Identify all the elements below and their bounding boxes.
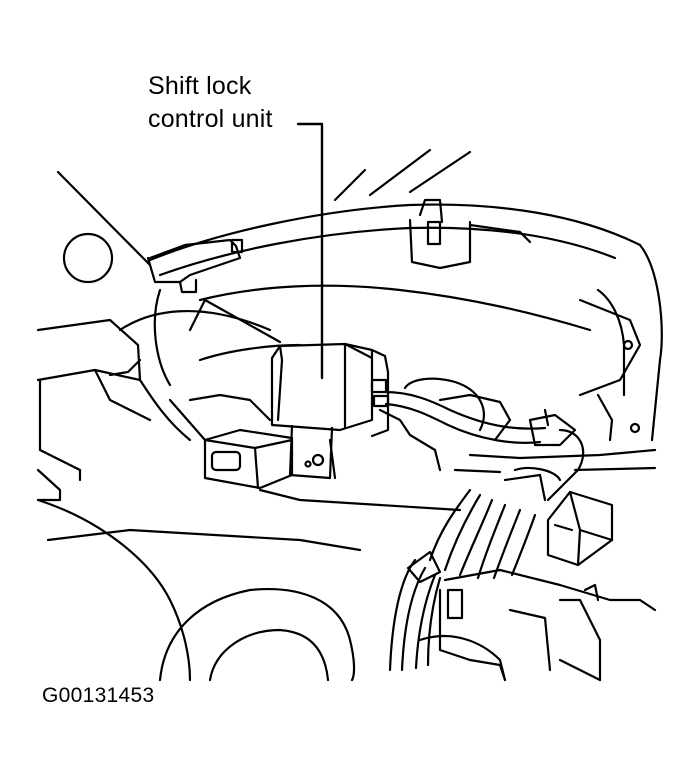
- dash-contour-lines: [168, 284, 592, 442]
- callout-label: Shift lock control unit: [148, 70, 273, 136]
- figure-id: G00131453: [42, 684, 155, 707]
- wire-harness-upper: [378, 377, 577, 472]
- shift-lock-control-unit: [270, 342, 390, 438]
- upper-right-clip: [408, 198, 532, 270]
- connector-block-right: [546, 490, 614, 567]
- left-side-panel: [36, 298, 282, 502]
- left-round-vent: [62, 232, 114, 284]
- callout-label-line-2: control unit: [148, 105, 273, 133]
- callout-leader-line: [296, 122, 324, 380]
- lower-left-box: [203, 428, 294, 490]
- callout-label-line-1: Shift lock: [148, 72, 252, 100]
- steering-shroud: [36, 488, 462, 682]
- lower-mounting-bracket: [288, 424, 337, 480]
- right-side-panel: [453, 298, 657, 474]
- wire-harness-bundle: [388, 428, 585, 672]
- upper-left-bracket: [146, 238, 244, 387]
- lower-right-housing: [418, 568, 657, 682]
- dash-top-frame: [56, 148, 663, 442]
